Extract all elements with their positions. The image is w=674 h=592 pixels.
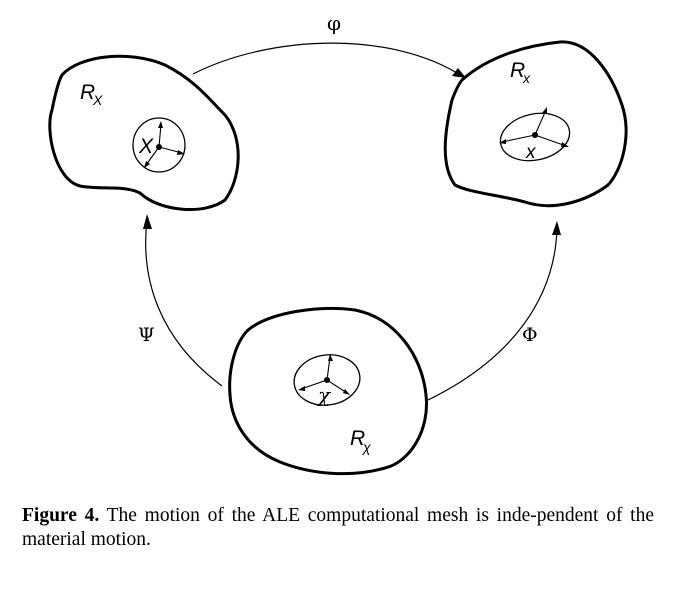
referential-region: R χ χ <box>228 306 428 476</box>
mapping-psi-arrow <box>143 214 223 387</box>
referential-region-label: R <box>350 427 365 450</box>
material-region-subscript: X <box>92 92 103 108</box>
material-region-label: R <box>80 81 95 104</box>
material-region: R X X <box>48 54 240 211</box>
referential-cell <box>293 354 361 406</box>
spatial-region: R x x <box>443 40 628 208</box>
mapping-Phi-arrow <box>427 221 561 401</box>
spatial-region-label: R <box>510 59 525 82</box>
spatial-region-subscript: x <box>522 70 531 86</box>
referential-region-boundary <box>228 306 428 476</box>
referential-point <box>324 377 330 383</box>
spatial-region-boundary <box>443 40 628 208</box>
material-vectors <box>144 121 185 168</box>
spatial-point <box>532 132 538 138</box>
referential-vectors <box>298 354 350 395</box>
figure-caption-label: Figure 4. <box>22 505 100 526</box>
spatial-cell <box>499 112 571 162</box>
mapping-psi-label: Ψ <box>138 324 155 346</box>
figure-caption-text: The motion of the ALE computational mesh… <box>22 505 654 550</box>
spatial-point-label: x <box>525 142 537 163</box>
mapping-phi-label: φ <box>327 11 341 35</box>
material-cell <box>132 117 186 173</box>
figure-caption: Figure 4. The motion of the ALE computat… <box>22 504 654 552</box>
material-point <box>156 144 162 150</box>
spatial-vectors <box>499 107 569 147</box>
referential-region-subscript: χ <box>361 439 371 455</box>
mapping-phi-arrow <box>192 42 466 78</box>
material-point-label: X <box>138 135 154 158</box>
mapping-Phi-label: Φ <box>522 324 538 346</box>
material-region-boundary <box>48 54 240 211</box>
referential-point-label: χ <box>316 383 332 407</box>
